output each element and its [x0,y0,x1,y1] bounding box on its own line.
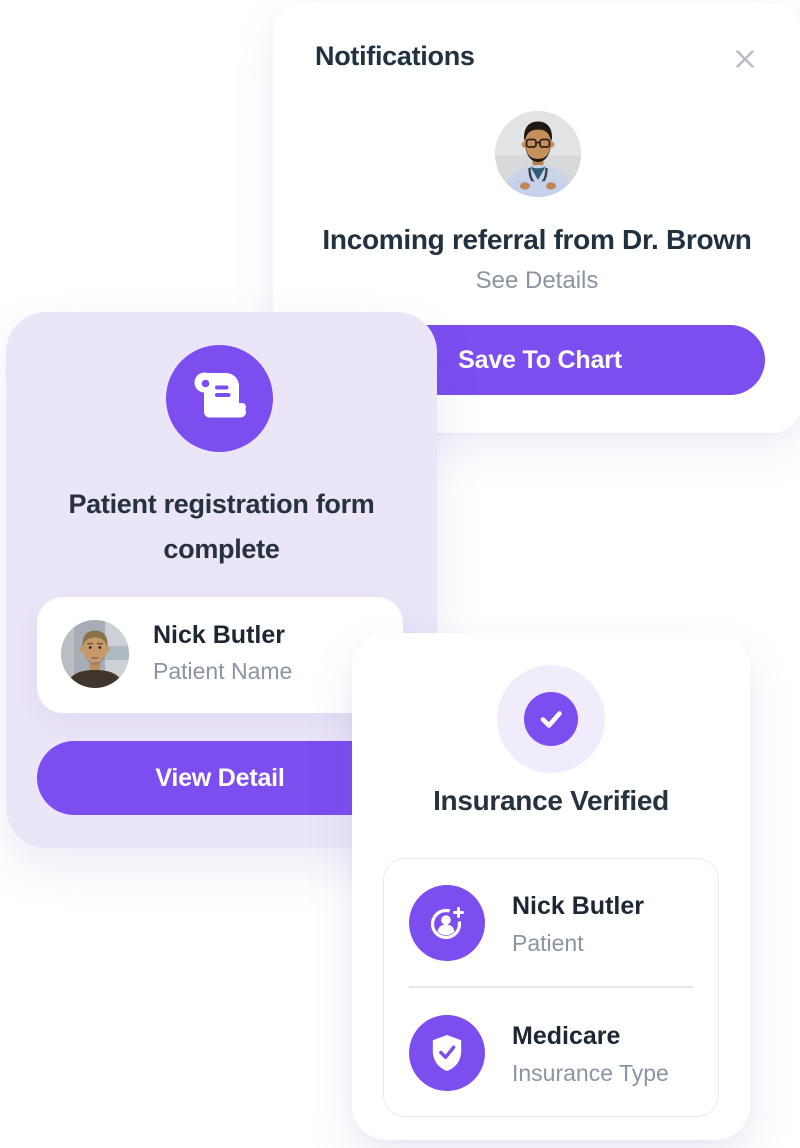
close-icon [733,50,757,75]
patient-summary-box: Nick Butler Patient Name [37,597,403,713]
close-button[interactable] [733,47,757,71]
registration-title: Patient registration form complete [6,482,437,572]
insurance-card: Insurance Verified Nick Butler [352,633,750,1140]
view-detail-button[interactable]: View Detail [37,741,403,815]
scroll-icon [192,370,248,427]
insurance-type-name: Medicare [512,1022,621,1050]
insurance-title: Insurance Verified [433,785,669,816]
doctor-avatar [495,111,581,197]
insurance-patient-name: Nick Butler [512,892,644,920]
insurance-details-box: Nick Butler Patient Medicare Insurance T… [383,858,719,1117]
patient-name: Nick Butler [153,621,285,649]
insurance-row-patient: Nick Butler Patient [384,883,718,987]
see-details-link[interactable]: See Details [475,267,599,294]
notification-headline: Incoming referral from Dr. Brown [322,224,752,255]
insurance-patient-label: Patient [512,930,584,956]
notifications-title: Notifications [315,41,475,71]
row-divider [409,986,693,988]
insurance-type-label: Insurance Type [512,1060,669,1086]
registration-badge [166,345,273,452]
check-icon [524,692,578,746]
patient-name-label: Patient Name [153,658,293,684]
patient-add-icon [409,885,485,961]
patient-avatar [61,620,129,688]
insurance-row-type: Medicare Insurance Type [384,1013,718,1117]
registration-title-line1: Patient registration form [68,489,375,519]
verified-badge [497,665,605,773]
registration-title-line2: complete [163,534,280,564]
shield-check-icon [409,1015,485,1091]
